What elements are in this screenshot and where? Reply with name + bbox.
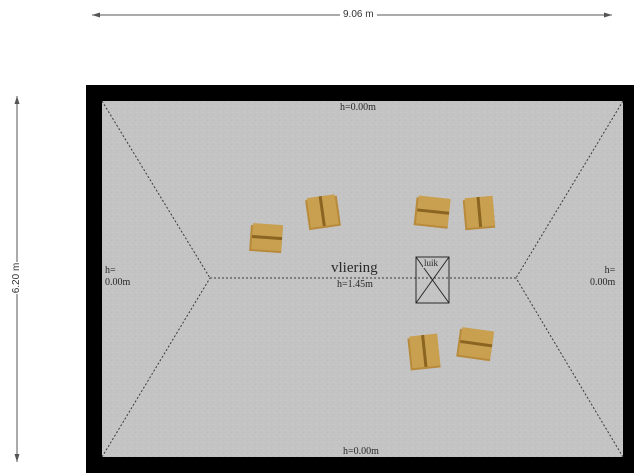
eaves-height-top: h=0.00m bbox=[340, 102, 376, 113]
cardboard-box-icon bbox=[249, 223, 284, 254]
cardboard-box-icon bbox=[407, 333, 441, 371]
room-name: vliering bbox=[331, 260, 378, 276]
cardboard-box-icon bbox=[305, 194, 341, 231]
eaves-height-right: h= 0.00m bbox=[590, 266, 615, 288]
hatch-label: luik bbox=[423, 258, 440, 268]
eaves-height-right-line1: h= bbox=[604, 265, 616, 276]
cardboard-box-icon bbox=[456, 327, 495, 362]
roof-lines bbox=[101, 100, 624, 458]
cardboard-box-icon bbox=[462, 195, 496, 231]
height-dimension-label: 6.20 m bbox=[11, 262, 23, 294]
hatch bbox=[415, 256, 450, 304]
eaves-height-right-line2: 0.00m bbox=[590, 277, 616, 288]
eaves-height-bottom: h=0.00m bbox=[343, 446, 379, 457]
ridge-height-label: h=1.45m bbox=[337, 279, 373, 290]
eaves-height-left-line2: 0.00m bbox=[105, 277, 131, 288]
attic-floor bbox=[102, 101, 623, 457]
eaves-height-left-line1: h= bbox=[105, 265, 116, 276]
cardboard-box-icon bbox=[413, 195, 451, 229]
eaves-height-left: h= 0.00m bbox=[105, 266, 130, 288]
width-dimension-label: 9.06 m bbox=[340, 9, 377, 21]
